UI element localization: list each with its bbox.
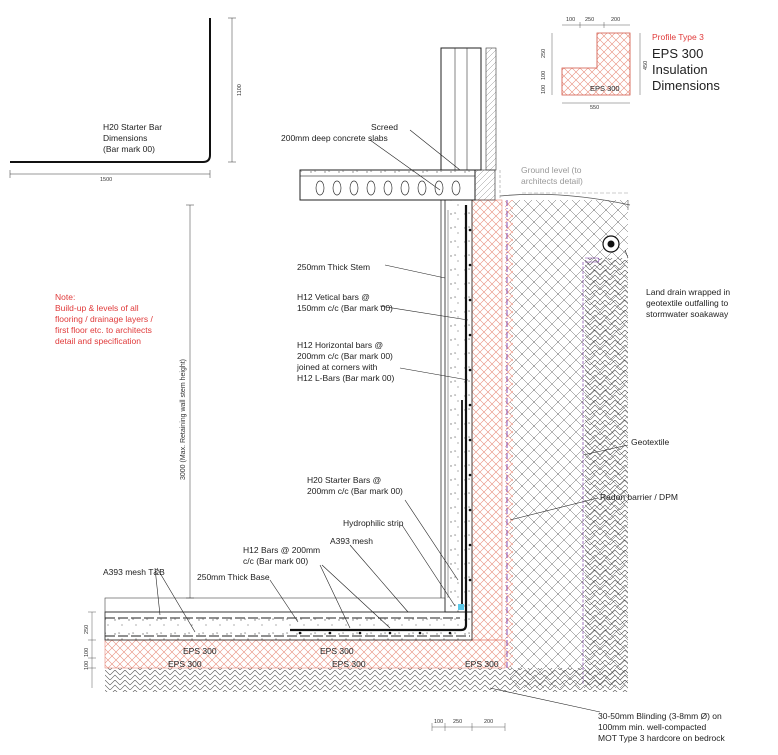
label-screed: Screed	[371, 122, 398, 132]
label-land-drain: Land drain wrapped in geotextile outfall…	[646, 287, 731, 319]
label-stem: 250mm Thick Stem	[297, 262, 371, 272]
label-a393-tb: A393 mesh T&B	[103, 567, 165, 577]
base-dim-2: 100	[84, 647, 90, 657]
concrete-stem	[440, 199, 473, 613]
label-base: 250mm Thick Base	[197, 572, 270, 582]
note-text: Note: Build-up & levels of all flooring …	[55, 292, 153, 346]
reinforcement	[290, 205, 472, 635]
upper-wall-slab	[299, 47, 501, 201]
concrete-base	[104, 597, 473, 641]
profile-dim-left-3: 100	[541, 84, 547, 94]
profile-title: EPS 300 Insulation Dimensions	[652, 46, 720, 93]
label-h12-bars: H12 Bars @ 200mm c/c (Bar mark 00)	[243, 545, 321, 566]
label-radon: Radon barrier / DPM	[600, 492, 678, 502]
label-vertical-bars: H12 Vetical bars @ 150mm c/c (Bar mark 0…	[297, 292, 393, 313]
label-hydrophilic: Hydrophilic strip	[343, 518, 404, 528]
profile-dim-top-1: 100	[566, 17, 576, 23]
land-drain	[602, 235, 620, 253]
eps-label-5: EPS 300	[465, 659, 499, 669]
ground-hardcore	[499, 192, 631, 688]
profile-shape	[551, 22, 641, 104]
profile-type-label: Profile Type 3	[652, 32, 704, 42]
bottom-dims	[431, 723, 506, 731]
starter-bar-title: H20 Starter Bar Dimensions (Bar mark 00)	[103, 122, 163, 154]
label-ground-level: Ground level (to architects detail)	[521, 165, 583, 186]
bottom-dim-3: 200	[484, 719, 494, 725]
bottom-dim-1: 100	[434, 719, 444, 725]
eps-insulation	[104, 199, 513, 669]
label-blinding: 30-50mm Blinding (3-8mm Ø) on 100mm min.…	[598, 711, 725, 743]
eps-label-2: EPS 300	[320, 646, 354, 656]
label-stem-height: 3000 (Max. Retaining wall stem height)	[180, 358, 187, 480]
profile-dim-left-2: 100	[541, 70, 547, 80]
label-geotextile: Geotextile	[631, 437, 670, 447]
profile-dim-top-3: 200	[611, 17, 621, 23]
eps-label-1: EPS 300	[183, 646, 217, 656]
base-hardcore	[105, 668, 628, 692]
hydrophilic-strip	[458, 604, 464, 610]
eps-label-4: EPS 300	[332, 659, 366, 669]
profile-dim-right: 450	[643, 60, 649, 70]
starter-bar-dim-vertical: 1100	[237, 84, 243, 96]
label-horizontal-bars: H12 Horizontal bars @ 200mm c/c (Bar mar…	[297, 340, 395, 383]
eps-label-3: EPS 300	[168, 659, 202, 669]
starter-bar-shape	[9, 17, 236, 178]
profile-dim-top-2: 250	[585, 17, 595, 23]
leader-lines	[154, 129, 629, 713]
profile-dim-left-1: 250	[541, 48, 547, 58]
label-starter-bars: H20 Starter Bars @ 200mm c/c (Bar mark 0…	[307, 475, 403, 496]
label-slabs: 200mm deep concrete slabs	[281, 133, 388, 143]
base-left-dims	[88, 611, 96, 688]
profile-dim-bottom: 550	[590, 105, 600, 111]
bottom-dim-2: 250	[453, 719, 463, 725]
profile-eps-label: EPS 300	[590, 84, 620, 93]
label-a393: A393 mesh	[330, 536, 373, 546]
starter-bar-dim-horizontal: 1500	[100, 177, 113, 183]
base-dim-1: 250	[84, 624, 90, 634]
base-dim-3: 100	[84, 660, 90, 670]
